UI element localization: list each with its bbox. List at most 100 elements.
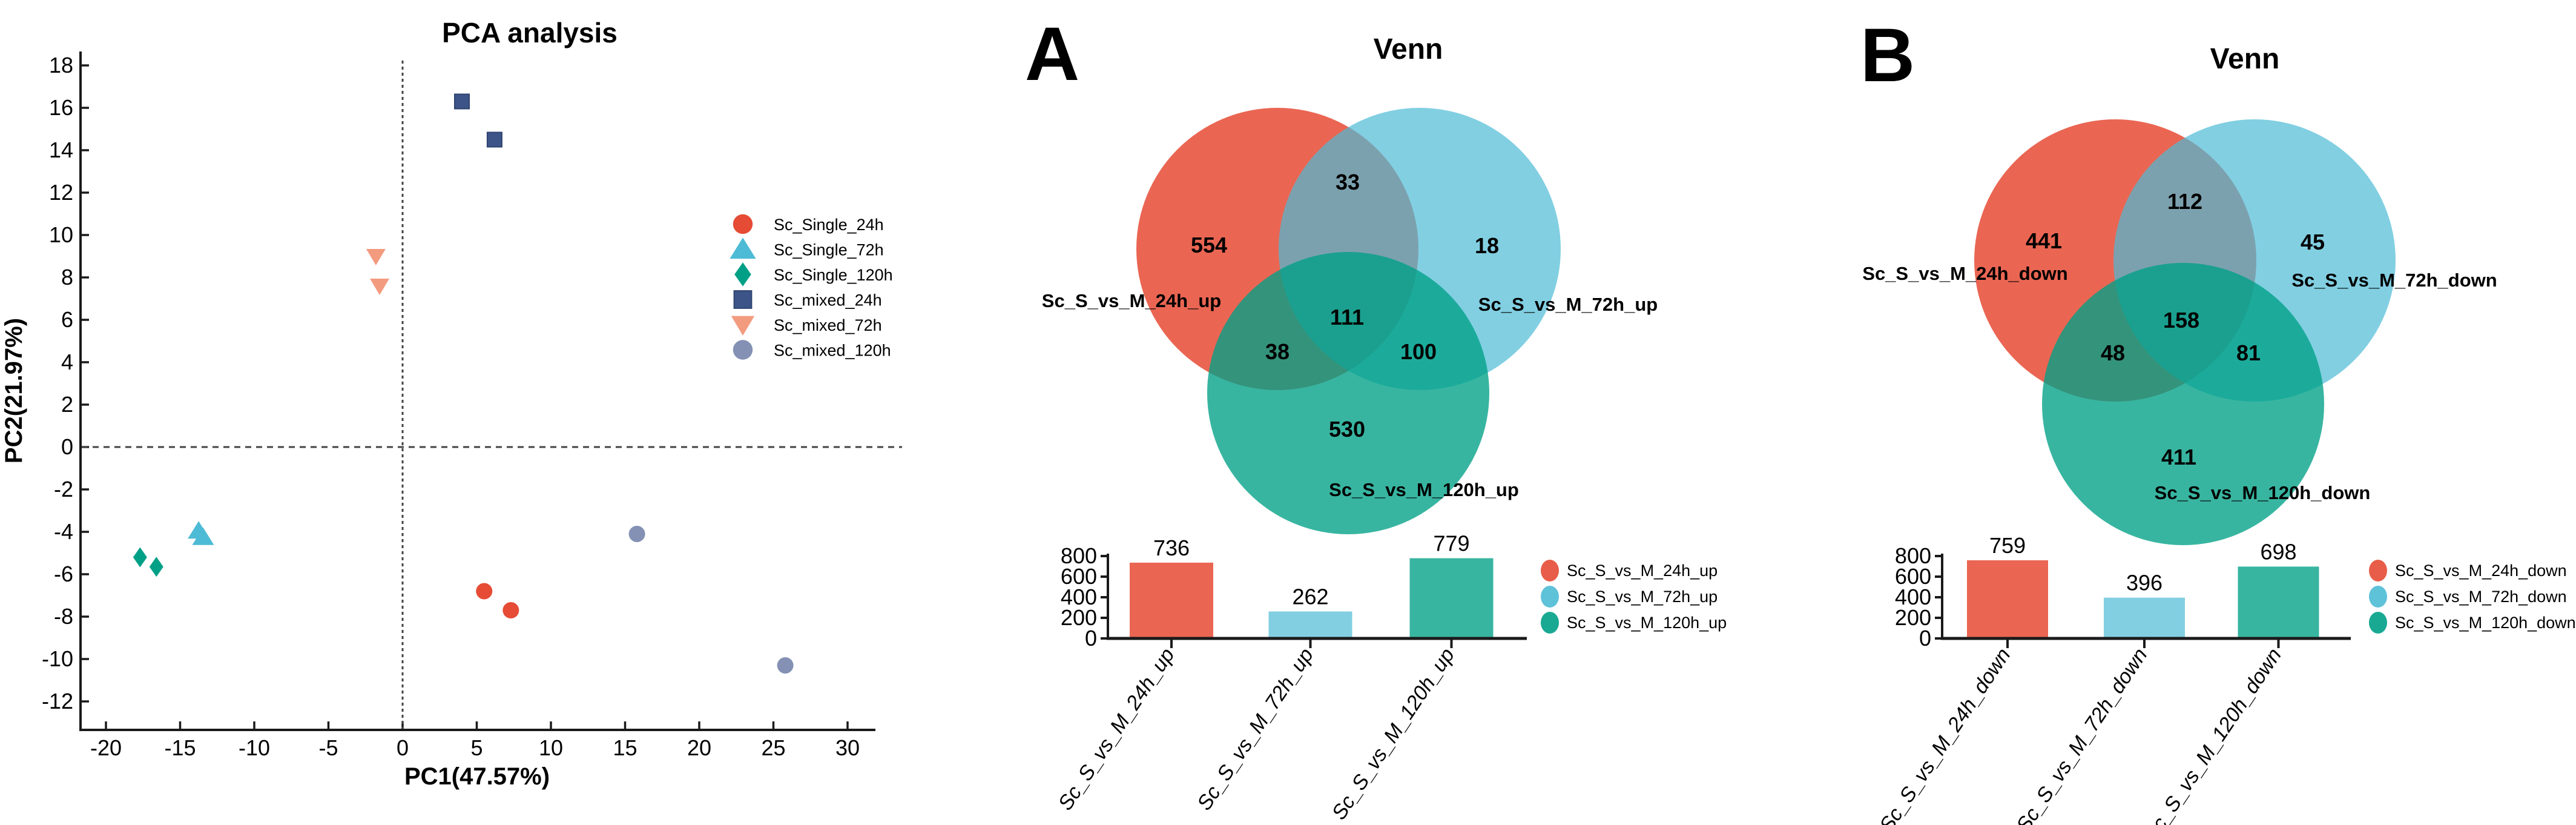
Sc_Single_72h-point <box>192 527 214 545</box>
Sc_S_vs_M_120h_up-bar <box>1409 558 1494 638</box>
Sc_S_vs_M_24h_up-legend-label: Sc_S_vs_M_24h_up <box>1567 562 1718 580</box>
pca-x-tick-label: 30 <box>835 735 860 760</box>
Sc_Single_24h-legend-marker <box>733 214 753 234</box>
Sc_mixed_120h-point <box>777 657 794 674</box>
pca-y-tick-label: -8 <box>54 604 73 629</box>
Sc_S_vs_M_72h_up-legend-dot <box>1541 586 1559 608</box>
Sc_Single_72h-legend-label: Sc_Single_72h <box>774 241 884 259</box>
pca-y-tick-label: 14 <box>49 138 73 162</box>
bar-y-tick-label: 600 <box>1061 564 1097 589</box>
pca-y-axis-label: PC2(21.97%) <box>1 318 27 463</box>
venn-a-only-24h: 554 <box>1191 233 1227 257</box>
pca-y-tick-label: 6 <box>61 307 73 332</box>
venn-a-label-24h: Sc_S_vs_M_24h_up <box>1042 290 1221 311</box>
venn-a-label-72h: Sc_S_vs_M_72h_up <box>1478 294 1658 315</box>
Sc_S_vs_M_120h_down-legend-dot <box>2369 612 2387 634</box>
venn-b-i-24-120: 48 <box>2101 340 2125 365</box>
pca-x-axis-label: PC1(47.57%) <box>404 763 550 790</box>
Sc_Single_24h-point <box>476 583 493 600</box>
Sc_Single_120h-legend-marker <box>734 262 751 287</box>
pca-points <box>133 93 794 674</box>
Sc_S_vs_M_72h_down-legend-label: Sc_S_vs_M_72h_down <box>2395 588 2567 606</box>
Sc_S_vs_M_120h_down-bar-value: 698 <box>2260 539 2296 564</box>
bar-y-tick-label: 400 <box>1061 585 1097 609</box>
venn-b-title: Venn <box>2210 43 2280 75</box>
Sc_Single_24h-legend-label: Sc_Single_24h <box>774 216 884 234</box>
Sc_S_vs_M_120h_up-legend-dot <box>1541 612 1559 634</box>
Sc_S_vs_M_120h_up-legend-label: Sc_S_vs_M_120h_up <box>1567 614 1727 632</box>
pca-y-tick-label: -6 <box>54 562 73 586</box>
Sc_S_vs_M_24h_up-bar-value: 736 <box>1153 535 1190 560</box>
venn-b-only-72h: 45 <box>2301 230 2325 254</box>
venn-b-label-72h: Sc_S_vs_M_72h_down <box>2291 270 2497 291</box>
venn-b-circle-120h <box>2042 263 2324 545</box>
Sc_S_vs_M_72h_up-legend-label: Sc_S_vs_M_72h_up <box>1567 588 1718 606</box>
Sc_S_vs_M_72h_down-bar <box>2104 597 2185 638</box>
Sc_S_vs_M_24h_down-legend-label: Sc_S_vs_M_24h_down <box>2395 562 2567 580</box>
venn-a-i-all: 111 <box>1330 305 1364 330</box>
pca-y-tick-label: -10 <box>42 646 73 671</box>
venn-b-label-24h: Sc_S_vs_M_24h_down <box>1862 263 2067 284</box>
Sc_S_vs_M_72h_down-bar-value: 396 <box>2126 571 2163 595</box>
pca-y-tick-label: 10 <box>49 222 73 247</box>
pca-y-tick-label: 18 <box>49 53 73 78</box>
Sc_mixed_24h-legend-label: Sc_mixed_24h <box>774 291 882 310</box>
venn-b-label-120h: Sc_S_vs_M_120h_down <box>2155 482 2371 503</box>
Sc_mixed_120h-legend-marker <box>733 340 753 360</box>
pca-x-tick-label: 0 <box>397 735 409 760</box>
Sc_S_vs_M_24h_up-bar <box>1130 562 1213 638</box>
pca-x-tick-label: 5 <box>470 735 483 760</box>
Sc_S_vs_M_72h_down-legend-dot <box>2369 586 2387 608</box>
venn-a-i-24-72: 33 <box>1336 170 1360 194</box>
bar-y-tick-label: 200 <box>1061 605 1097 630</box>
Sc_mixed_24h-point <box>454 93 470 110</box>
venn-a-only-72h: 18 <box>1475 233 1499 258</box>
venn-panel-a: A Venn 554 18 530 33 38 100 111 Sc_S_vs_… <box>1025 12 1727 824</box>
Sc_S_vs_M_24h_down-bar-x-label: Sc_S_vs_M_24h_down <box>1875 644 2015 825</box>
Sc_S_vs_M_24h_up-legend-dot <box>1541 560 1559 581</box>
venn-b-only-120h: 411 <box>2161 445 2196 469</box>
pca-x-tick-label: -15 <box>164 735 196 760</box>
venn-a-label-120h: Sc_S_vs_M_120h_up <box>1329 479 1519 500</box>
Sc_Single_72h-legend-marker <box>730 237 756 259</box>
pca-title: PCA analysis <box>442 17 618 48</box>
Sc_S_vs_M_72h_down-bar-x-label: Sc_S_vs_M_72h_down <box>2012 644 2152 825</box>
Sc_Single_24h-point <box>502 602 519 618</box>
pca-x-tick-label: -5 <box>318 735 338 760</box>
venn-a-title: Venn <box>1374 33 1443 65</box>
pca-x-tick-label: 10 <box>539 735 563 760</box>
venn-a-i-24-120: 38 <box>1265 339 1290 364</box>
pca-y-tick-label: 2 <box>61 392 73 417</box>
bar-y-tick-label: 200 <box>1895 605 1931 630</box>
pca-x-tick-label: 15 <box>613 735 637 760</box>
pca-y-tick-label: -4 <box>54 519 73 544</box>
venn-b-i-24-72: 112 <box>2167 189 2202 214</box>
bar-y-tick-label: 400 <box>1895 585 1931 609</box>
Sc_S_vs_M_120h_down-bar-x-label: Sc_S_vs_M_120h_down <box>2140 644 2286 825</box>
Sc_S_vs_M_120h_down-legend-label: Sc_S_vs_M_120h_down <box>2395 614 2576 632</box>
venn-a-circle-120h <box>1207 252 1489 534</box>
Sc_mixed_72h-point <box>366 249 386 265</box>
pca-y-tick-label: 8 <box>61 265 73 290</box>
venn-a-set-labels: Sc_S_vs_M_24h_up Sc_S_vs_M_72h_up Sc_S_v… <box>1042 290 1658 500</box>
pca-x-tick-label: 20 <box>687 735 711 760</box>
Sc_S_vs_M_24h_up-bar-x-label: Sc_S_vs_M_24h_up <box>1054 644 1179 814</box>
Sc_S_vs_M_120h_up-bar-value: 779 <box>1433 531 1469 556</box>
venn-b-circles <box>1974 119 2396 545</box>
pca-axes: -12-10-8-6-4-2024681012141618-20-15-10-5… <box>42 51 875 760</box>
venn-b-counts: 441 45 411 112 48 81 158 <box>2026 189 2325 469</box>
pca-x-tick-label: 25 <box>761 735 785 760</box>
Sc_mixed_72h-legend-label: Sc_mixed_72h <box>774 316 882 334</box>
Sc_mixed_120h-legend-label: Sc_mixed_120h <box>774 342 891 360</box>
Sc_S_vs_M_72h_up-bar-x-label: Sc_S_vs_M_72h_up <box>1193 644 1318 814</box>
Sc_S_vs_M_120h_up-bar-x-label: Sc_S_vs_M_120h_up <box>1328 644 1460 824</box>
Sc_S_vs_M_72h_up-bar-value: 262 <box>1292 584 1328 609</box>
pca-y-tick-label: 12 <box>49 180 73 205</box>
bar-y-tick-label: 600 <box>1895 564 1931 589</box>
Sc_mixed_24h-legend-marker <box>733 290 753 309</box>
pca-zero-lines <box>82 61 902 729</box>
venn-b-set-labels: Sc_S_vs_M_24h_down Sc_S_vs_M_72h_down Sc… <box>1862 263 2497 503</box>
Sc_Single_120h-point <box>133 547 147 568</box>
